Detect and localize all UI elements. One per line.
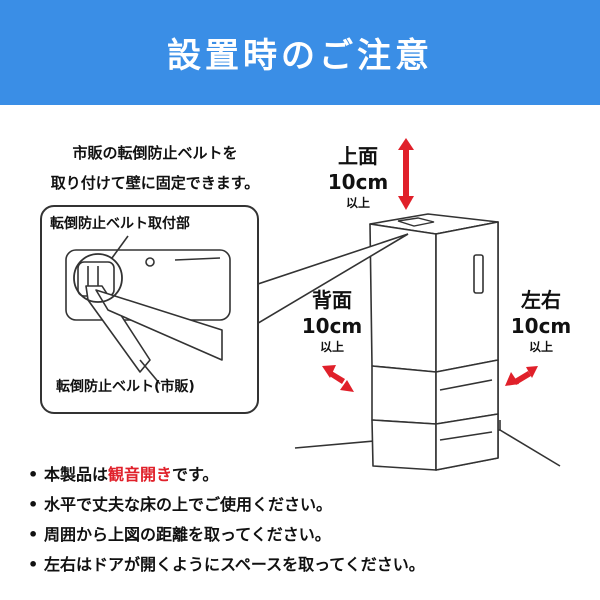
clearance-back-label: 背面 10cm 以上 — [296, 287, 368, 355]
clearance-back-name: 背面 — [312, 288, 352, 312]
note-item: •本製品は観音開きです。 — [28, 460, 588, 490]
callout-label-belt: 転倒防止ベルト(市販) — [56, 379, 195, 395]
belt-strap-front — [95, 289, 223, 361]
notes-list: •本製品は観音開きです。 •水平で丈夫な床の上でご使用ください。 •周囲から上図… — [28, 460, 588, 580]
callout-label-mount: 転倒防止ベルト取付部 — [50, 216, 190, 232]
arrow-top — [398, 138, 414, 210]
header-banner: 設置時のご注意 — [0, 0, 600, 105]
clearance-top-value: 10cm — [327, 170, 389, 194]
clearance-side-value: 10cm — [510, 314, 572, 338]
bullet-dot: • — [28, 495, 39, 514]
page-title: 設置時のご注意 — [167, 36, 433, 76]
clearance-arrows — [322, 138, 538, 392]
clearance-back-suffix: 以上 — [319, 340, 344, 354]
clearance-top-label: 上面 10cm 以上 — [322, 143, 394, 211]
note-item: •周囲から上図の距離を取ってください。 — [28, 520, 588, 550]
magnifier-circle — [73, 253, 123, 303]
fridge-handle — [473, 254, 484, 294]
clearance-side-name: 左右 — [521, 288, 561, 312]
note-item: •水平で丈夫な床の上でご使用ください。 — [28, 490, 588, 520]
clearance-side-label: 左右 10cm 以上 — [505, 287, 577, 355]
fridge-drawer-lower-side — [435, 413, 499, 471]
arrow-back — [322, 365, 354, 392]
arrow-side — [505, 366, 538, 386]
bullet-dot: • — [28, 555, 39, 574]
fridge-top-block — [397, 217, 435, 227]
bullet-dot: • — [28, 525, 39, 544]
note-item: •左右はドアが開くようにスペースを取ってください。 — [28, 550, 588, 580]
note-highlight: 観音開き — [108, 465, 173, 484]
refrigerator — [369, 213, 499, 471]
intro-line-1: 市販の転倒防止ベルトを — [72, 144, 238, 162]
intro-line-2: 取り付けて壁に固定できます。 — [50, 174, 260, 192]
intro-text: 市販の転倒防止ベルトを 取り付けて壁に固定できます。 — [20, 138, 290, 198]
clearance-top-name: 上面 — [338, 144, 378, 168]
clearance-back-value: 10cm — [301, 314, 363, 338]
clearance-top-suffix: 以上 — [345, 196, 370, 210]
bullet-dot: • — [28, 465, 39, 484]
mount-screw — [145, 257, 155, 267]
clearance-side-suffix: 以上 — [528, 340, 553, 354]
